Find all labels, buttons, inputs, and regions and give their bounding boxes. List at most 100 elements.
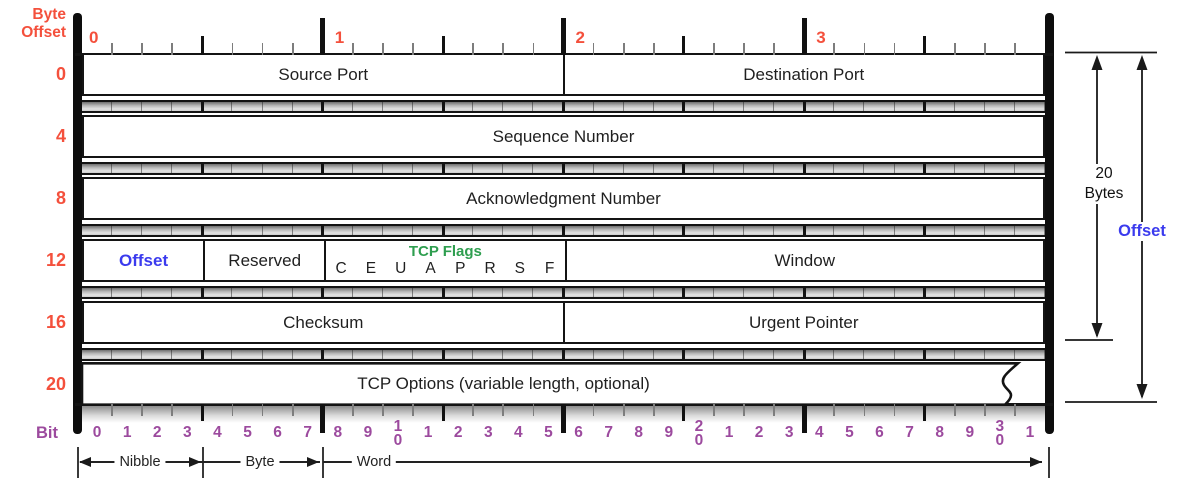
bit-cell	[895, 101, 925, 111]
bit-number: 2	[754, 424, 764, 441]
nibble-divider	[923, 99, 927, 113]
bit-tick	[893, 404, 896, 416]
field-sequence-number: Sequence Number	[492, 126, 635, 146]
bit-tick	[713, 43, 715, 55]
bit-cell	[82, 163, 113, 173]
header-row: Acknowledgment Number	[82, 177, 1045, 220]
bit-number: 8	[634, 424, 644, 441]
bit-cell	[895, 225, 925, 235]
field-destination-port: Destination Port	[562, 55, 1044, 94]
bit-cell	[323, 287, 353, 297]
bit-cell	[895, 163, 925, 173]
bit-cell	[985, 101, 1015, 111]
byte-offset-corner-line1: Byte	[32, 6, 66, 23]
flag-letter-c: C	[335, 260, 347, 278]
bit-cell	[353, 349, 383, 359]
bit-cell	[864, 163, 895, 173]
bit-cell	[293, 349, 323, 359]
bit-cell	[985, 349, 1015, 359]
twenty-bytes-line1: 20	[1095, 165, 1113, 182]
bit-cell	[443, 225, 474, 235]
nibble-divider	[561, 285, 566, 299]
bit-cell	[895, 287, 925, 297]
bit-cell	[684, 163, 714, 173]
field-reserved: Reserved	[203, 241, 324, 280]
nibble-tick	[441, 404, 445, 421]
field-source-port: Source Port	[278, 64, 369, 84]
bit-cell	[714, 101, 745, 111]
bit-number: 1	[122, 424, 132, 441]
bit-cell	[533, 287, 564, 297]
bit-cell	[263, 101, 293, 111]
bit-tick	[291, 404, 294, 416]
bit-cell	[82, 349, 113, 359]
bit-number: 7	[604, 424, 613, 441]
bit-number: 3	[483, 424, 493, 441]
bit-cell	[864, 101, 895, 111]
bit-tick	[412, 404, 414, 416]
bit-number: 7	[303, 424, 313, 441]
bit-number: 5	[544, 424, 553, 441]
bit-cell	[202, 225, 233, 235]
byte-number: 0	[89, 28, 99, 47]
bit-cell	[744, 225, 775, 235]
nibble-divider	[441, 161, 445, 175]
bit-cell	[473, 101, 504, 111]
field-label: TCP Options (variable length, optional)	[357, 373, 650, 393]
nibble-divider	[321, 161, 325, 175]
nibble-divider	[321, 285, 325, 299]
bit-cell	[353, 287, 383, 297]
bit-cell	[443, 163, 474, 173]
bit-cell	[834, 101, 865, 111]
bit-number: 6	[574, 424, 583, 441]
nibble-divider	[923, 161, 927, 175]
twenty-bytes-line2: Bytes	[1084, 185, 1124, 203]
byte-tick	[561, 404, 566, 433]
bit-cell	[413, 349, 444, 359]
nibble-divider	[561, 223, 566, 237]
frame-right-bar	[1045, 13, 1054, 434]
bit-tick	[351, 404, 354, 416]
flag-letter-r: R	[484, 260, 496, 278]
bit-cell	[925, 287, 955, 297]
bit-cell	[594, 101, 624, 111]
bit-cell	[82, 225, 113, 235]
bit-cell	[1015, 101, 1045, 111]
bit-cell	[985, 225, 1015, 235]
bit-cell	[624, 225, 654, 235]
bit-tick	[171, 404, 174, 416]
nibble-divider	[802, 223, 806, 237]
bit-tick	[502, 43, 505, 55]
nibble-tick	[441, 36, 445, 55]
bit-tick	[111, 404, 113, 416]
bit-cell	[834, 349, 865, 359]
bit-cell	[353, 163, 383, 173]
flag-letter-s: S	[514, 260, 525, 278]
bit-number: 9	[965, 424, 975, 441]
bit-cell	[323, 101, 353, 111]
bit-cell	[172, 163, 203, 173]
nibble-divider	[200, 223, 204, 237]
bit-cell	[383, 225, 414, 235]
field-acknowledgment-number: Acknowledgment Number	[466, 188, 661, 208]
bit-tick	[111, 43, 113, 55]
bit-cell	[112, 287, 143, 297]
bit-cell	[864, 287, 895, 297]
nibble-divider	[682, 285, 686, 299]
word-span-label: Word	[351, 454, 397, 470]
bit-tick	[472, 43, 475, 55]
nibble-divider	[441, 285, 445, 299]
bit-cell	[503, 225, 534, 235]
bit-cell	[232, 349, 263, 359]
bit-cell	[684, 287, 714, 297]
bit-cell	[654, 101, 684, 111]
bit-cell	[654, 163, 684, 173]
nibble-tick	[682, 404, 686, 421]
bit-cell	[624, 163, 654, 173]
bit-number: 1	[423, 424, 433, 441]
nibble-divider	[682, 161, 686, 175]
bit-tick	[351, 43, 354, 55]
